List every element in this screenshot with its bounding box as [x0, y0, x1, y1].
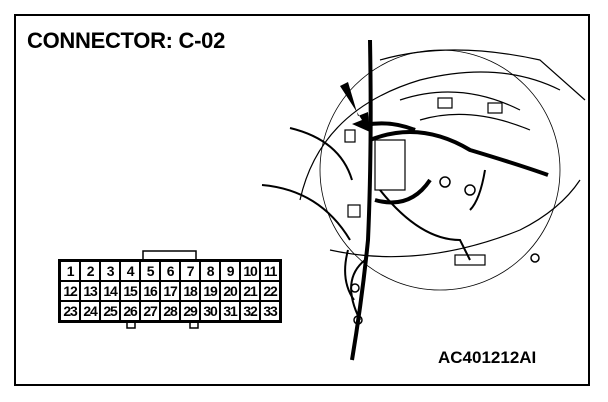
connector-pin: 29 [180, 301, 200, 321]
relay-box [374, 139, 406, 191]
connector-pin: 18 [180, 281, 200, 301]
connector-pin: 19 [200, 281, 220, 301]
connector-pin: 12 [60, 281, 80, 301]
connector-pin: 30 [200, 301, 220, 321]
main-harness [350, 39, 373, 361]
dashboard-circle [319, 49, 561, 291]
connector-pin: 16 [140, 281, 160, 301]
connector-pin: 27 [140, 301, 160, 321]
connector-pin: 22 [260, 281, 280, 301]
connector-pin: 32 [240, 301, 260, 321]
connector-pin: 28 [160, 301, 180, 321]
diagram-frame [14, 14, 590, 386]
connector-keys [126, 320, 199, 329]
connector-pin: 3 [100, 261, 120, 281]
connector-pin: 17 [160, 281, 180, 301]
connector-latch [142, 250, 197, 259]
connector-pin: 9 [220, 261, 240, 281]
connector-pin: 8 [200, 261, 220, 281]
connector-pin: 20 [220, 281, 240, 301]
figure-code: AC401212AI [438, 348, 537, 367]
connector-pin: 24 [80, 301, 100, 321]
arrow-icon [340, 82, 370, 132]
connector-pin: 4 [120, 261, 140, 281]
connector-pin: 5 [140, 261, 160, 281]
connector-pin: 26 [120, 301, 140, 321]
connector-pin: 13 [80, 281, 100, 301]
connector-pin: 15 [120, 281, 140, 301]
connector-pin: 10 [240, 261, 260, 281]
connector-pin: 11 [260, 261, 280, 281]
connector-title: CONNECTOR: C-02 [27, 28, 226, 53]
connector-pin: 33 [260, 301, 280, 321]
dashboard-outline [299, 71, 561, 201]
connector-pin: 25 [100, 301, 120, 321]
connector-pin: 23 [60, 301, 80, 321]
connector-pin: 7 [180, 261, 200, 281]
connector-pin: 31 [220, 301, 240, 321]
connector-pin: 6 [160, 261, 180, 281]
connector-pin: 21 [240, 281, 260, 301]
connector-pin: 2 [80, 261, 100, 281]
connector-pin: 1 [60, 261, 80, 281]
connector-pin: 14 [100, 281, 120, 301]
